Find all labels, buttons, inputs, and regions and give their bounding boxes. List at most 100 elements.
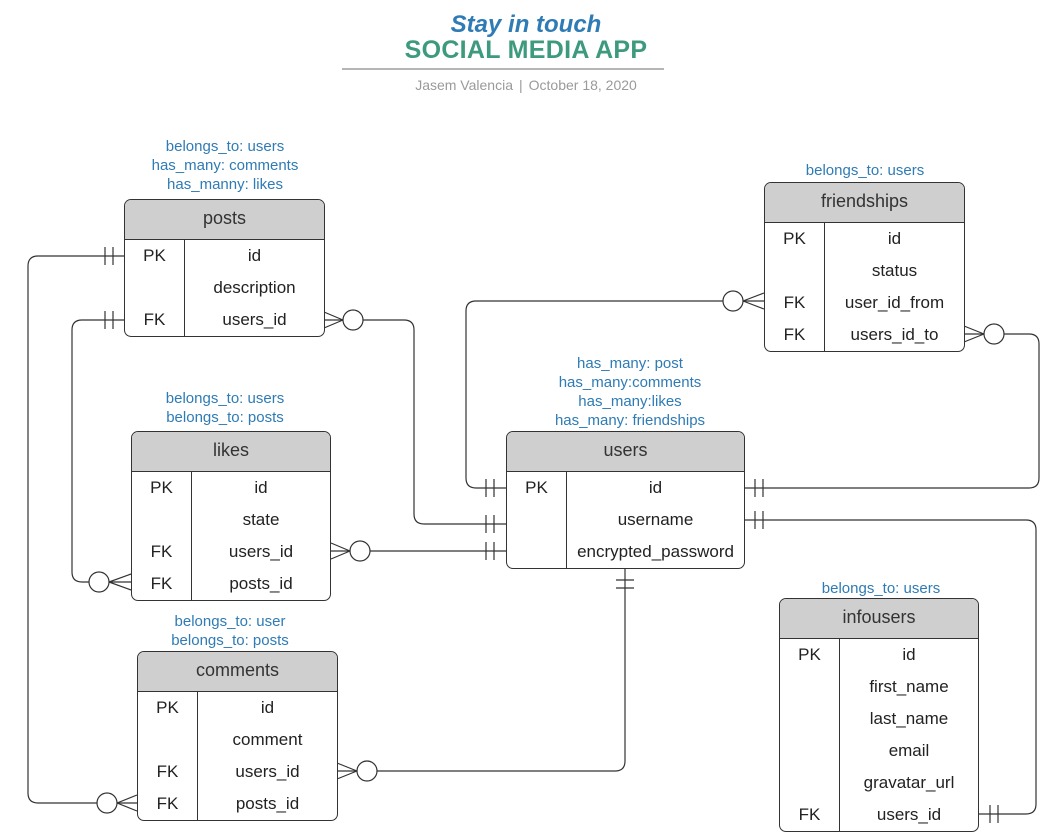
field-key: PK: [765, 223, 825, 255]
field-row[interactable]: status: [765, 255, 964, 287]
field-key: PK: [132, 472, 192, 504]
infousers-annotations: belongs_to: users: [751, 579, 1011, 598]
field-row[interactable]: PK id: [125, 240, 324, 272]
field-key: FK: [132, 536, 192, 568]
field-key: [125, 272, 185, 304]
field-row[interactable]: FK user_id_from: [765, 287, 964, 319]
field-name: first_name: [869, 677, 949, 696]
field-name: id: [260, 698, 275, 717]
annotation-line: belongs_to: users: [165, 138, 285, 155]
annotation-line: belongs_to: users: [821, 580, 941, 597]
field-key: [780, 735, 840, 767]
field-key: PK: [507, 472, 567, 504]
entity-title: likes: [132, 432, 330, 472]
field-name: comment: [232, 730, 303, 749]
annotation-line: has_many: post: [577, 355, 683, 372]
header-divider: [342, 68, 664, 70]
field-key: FK: [780, 799, 840, 831]
field-key: [780, 703, 840, 735]
field-name: users_id: [228, 542, 294, 561]
entity-title: infousers: [780, 599, 978, 639]
annotation-line: belongs_to: users: [165, 390, 285, 407]
field-key: [138, 724, 198, 756]
field-key: [780, 671, 840, 703]
field-row[interactable]: last_name: [780, 703, 978, 735]
diagram-subtitle: SOCIAL MEDIA APP: [404, 36, 648, 64]
field-key: [780, 767, 840, 799]
field-key: PK: [125, 240, 185, 272]
field-name: gravatar_url: [863, 773, 955, 792]
field-row[interactable]: FK users_id: [125, 304, 324, 336]
connector-infousers-users: [745, 511, 1037, 823]
date-label: October 18, 2020: [528, 77, 637, 93]
annotation-line: has_many: friendships: [554, 412, 706, 429]
entity-title: friendships: [765, 183, 964, 223]
connector-friendships-to-users: [745, 323, 1040, 497]
diagram-title: Stay in touch: [450, 11, 602, 38]
field-name: posts_id: [229, 574, 293, 593]
connector-likes-posts: [71, 311, 132, 593]
field-key: [765, 255, 825, 287]
entity-title: users: [507, 432, 744, 472]
connector-posts-users: [323, 309, 506, 533]
field-key: FK: [765, 287, 825, 319]
field-key: FK: [765, 319, 825, 351]
annotation-line: belongs_to: posts: [166, 409, 284, 426]
field-key: FK: [125, 304, 185, 336]
field-name: id: [902, 645, 916, 664]
connector-comments-users: [336, 568, 634, 782]
friendships-annotations: belongs_to: users: [735, 161, 995, 180]
field-name: users_id: [222, 310, 287, 329]
field-row[interactable]: description: [125, 272, 324, 304]
field-name: id: [887, 229, 902, 248]
field-row[interactable]: FK users_id: [138, 756, 337, 788]
field-row[interactable]: PK id: [780, 639, 978, 671]
field-row[interactable]: FK users_id: [132, 536, 330, 568]
field-key: [507, 504, 567, 536]
field-row[interactable]: state: [132, 504, 330, 536]
field-name: users_id: [235, 762, 300, 781]
field-row[interactable]: PK id: [765, 223, 964, 255]
field-name: users_id: [876, 805, 942, 824]
field-name: posts_id: [235, 794, 300, 813]
field-name: last_name: [869, 709, 949, 728]
field-name: encrypted_password: [577, 542, 734, 561]
annotation-line: belongs_to: user: [174, 613, 286, 630]
field-row[interactable]: gravatar_url: [780, 767, 978, 799]
field-row[interactable]: encrypted_password: [507, 536, 744, 568]
field-name: users_id_to: [850, 325, 939, 344]
field-row[interactable]: username: [507, 504, 744, 536]
connector-friendships-from-users: [465, 290, 765, 497]
likes-annotations: belongs_to: users belongs_to: posts: [95, 389, 355, 427]
entity-title: posts: [125, 200, 324, 240]
field-row[interactable]: email: [780, 735, 978, 767]
field-name: user_id_from: [844, 293, 945, 312]
field-key: PK: [780, 639, 840, 671]
field-row[interactable]: FK users_id: [780, 799, 978, 831]
connector-comments-posts: [27, 247, 138, 814]
field-name: id: [247, 246, 262, 265]
field-row[interactable]: first_name: [780, 671, 978, 703]
field-row[interactable]: comment: [138, 724, 337, 756]
field-key: FK: [138, 756, 198, 788]
annotation-line: has_many:likes: [578, 393, 682, 410]
field-row[interactable]: FK users_id_to: [765, 319, 964, 351]
